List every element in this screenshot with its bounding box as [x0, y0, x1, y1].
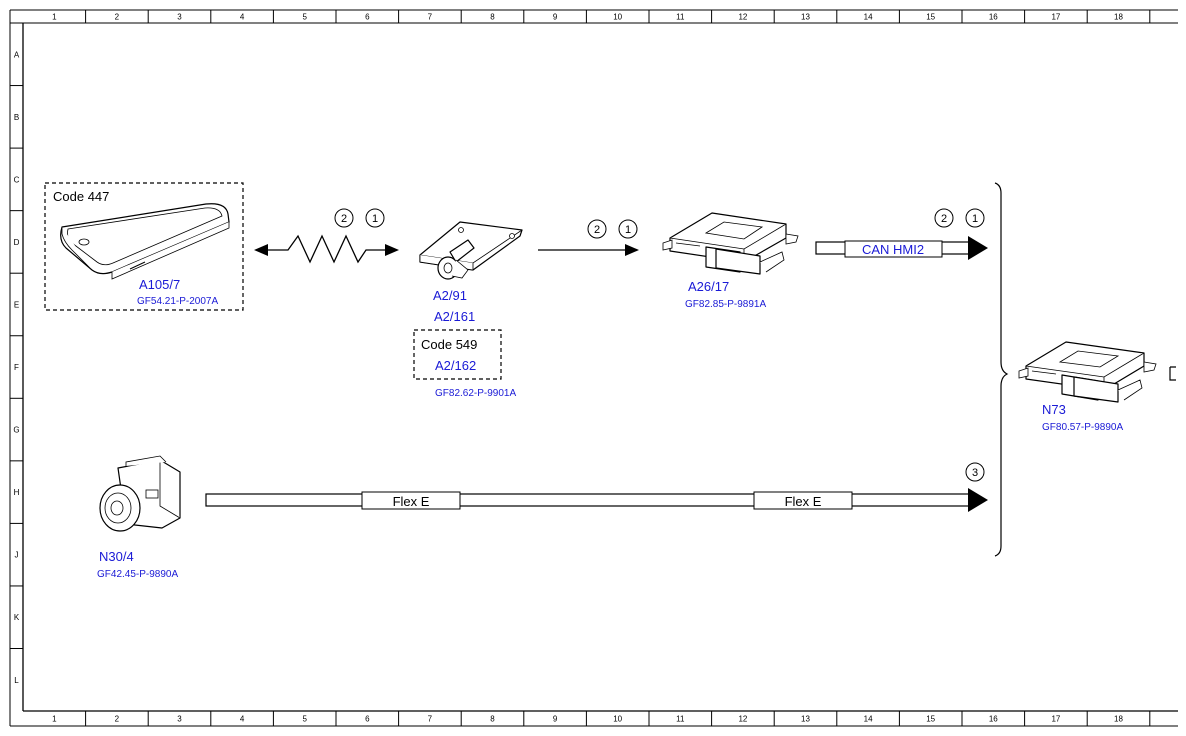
grid-row-F: F: [14, 363, 19, 372]
grid-col-18: 18: [1114, 715, 1123, 724]
marker-can-link-2: 2: [941, 213, 947, 225]
grid-row-J: J: [15, 551, 19, 560]
grid-col-8: 8: [490, 715, 495, 724]
grid-col-5: 5: [302, 715, 307, 724]
grid-row-A: A: [14, 50, 20, 59]
ref-n73: N73: [1042, 402, 1066, 417]
antenna-icon: [419, 221, 523, 280]
control-unit-icon: [1018, 341, 1157, 403]
grid-col-11: 11: [676, 715, 685, 724]
grid-col-5: 5: [302, 13, 307, 22]
camera-component[interactable]: N30/4 GF42.45-P-9890A: [97, 455, 181, 580]
grid-col-12: 12: [738, 715, 747, 724]
grid-row-G: G: [13, 426, 19, 435]
drawing-frame: [9, 9, 1178, 727]
grid-col-11: 11: [676, 13, 685, 22]
grid-col-10: 10: [613, 13, 622, 22]
grid-row-ruler: A B C D E F G H J K L: [10, 50, 23, 685]
grid-col-8: 8: [490, 13, 495, 22]
grid-col-10: 10: [613, 715, 622, 724]
ref-n30-4: N30/4: [99, 549, 134, 564]
marker-wireless-1: 1: [372, 213, 378, 225]
grid-col-13: 13: [801, 715, 810, 724]
antenna-component[interactable]: A2/91 A2/161 Code 549 A2/162 GF82.62-P-9…: [413, 221, 523, 399]
bus-label-can-hmi2: CAN HMI2: [862, 242, 924, 257]
bus-label-flex-e-2: Flex E: [785, 494, 822, 509]
grid-row-E: E: [14, 300, 19, 309]
ref-a2-91: A2/91: [433, 288, 467, 303]
doc-ref-antenna: GF82.62-P-9901A: [435, 388, 516, 399]
wireless-link: 2 1: [254, 208, 399, 264]
option-code-label: Code 447: [53, 189, 109, 204]
grid-col-6: 6: [365, 715, 370, 724]
control-unit-component[interactable]: N73 GF80.57-P-9890A: [1018, 341, 1176, 433]
grid-col-1: 1: [52, 715, 57, 724]
marker-wireless-2: 2: [341, 213, 347, 225]
ref-a2-162: A2/162: [435, 358, 476, 373]
grouping-brace: [994, 182, 1009, 557]
grid-col-3: 3: [177, 13, 182, 22]
grid-col-17: 17: [1051, 715, 1060, 724]
doc-ref-tablet: GF54.21-P-2007A: [137, 296, 218, 307]
grid-col-2: 2: [115, 13, 120, 22]
tablet-icon: [60, 203, 230, 280]
can-hmi2-bus: CAN HMI2 2 1: [815, 208, 988, 260]
grid-col-12: 12: [738, 13, 747, 22]
doc-ref-module: GF82.85-P-9891A: [685, 299, 766, 310]
grid-col-6: 6: [365, 13, 370, 22]
grid-row-K: K: [14, 613, 20, 622]
grid-col-16: 16: [989, 715, 998, 724]
ref-a26-17: A26/17: [688, 279, 729, 294]
grid-col-14: 14: [864, 715, 873, 724]
grid-col-4: 4: [240, 715, 245, 724]
grid-row-L: L: [14, 676, 19, 685]
marker-antenna-link-2: 2: [594, 224, 600, 236]
option-code-549-label: Code 549: [421, 337, 477, 352]
camera-icon: [99, 455, 181, 532]
continuation-mark: [1169, 366, 1176, 381]
grid-col-3: 3: [177, 715, 182, 724]
ref-a105-7: A105/7: [139, 277, 180, 292]
grid-col-15: 15: [926, 715, 935, 724]
doc-ref-control-unit: GF80.57-P-9890A: [1042, 422, 1123, 433]
grid-row-D: D: [14, 238, 20, 247]
bus-label-flex-e-1: Flex E: [393, 494, 430, 509]
grid-col-2: 2: [115, 715, 120, 724]
tablet-component[interactable]: Code 447 A105/7 GF54.21-P-2007A: [44, 182, 244, 311]
antenna-module-link: 2 1: [538, 219, 639, 256]
grid-col-16: 16: [989, 13, 998, 22]
marker-can-link-1: 1: [972, 213, 978, 225]
grid-col-17: 17: [1051, 13, 1060, 22]
grid-col-15: 15: [926, 13, 935, 22]
control-module-icon: [662, 212, 799, 275]
grid-col-1: 1: [52, 13, 57, 22]
grid-col-9: 9: [553, 715, 558, 724]
grid-col-9: 9: [553, 13, 558, 22]
module-component[interactable]: A26/17 GF82.85-P-9891A: [662, 212, 799, 310]
option-frame-code-549: [413, 329, 502, 380]
doc-ref-camera: GF42.45-P-9890A: [97, 569, 178, 580]
grid-row-H: H: [14, 488, 20, 497]
grid-col-7: 7: [428, 715, 433, 724]
grid-row-B: B: [14, 113, 19, 122]
grid-col-18: 18: [1114, 13, 1123, 22]
grid-col-4: 4: [240, 13, 245, 22]
grid-col-7: 7: [428, 13, 433, 22]
grid-col-13: 13: [801, 13, 810, 22]
marker-antenna-link-1: 1: [625, 224, 631, 236]
option-frame-code-447: [44, 182, 244, 311]
grid-col-14: 14: [864, 13, 873, 22]
grid-row-C: C: [14, 175, 20, 184]
flex-e-bus: Flex E Flex E 3: [205, 462, 988, 512]
ref-a2-161: A2/161: [434, 309, 475, 324]
marker-flex-link-3: 3: [972, 467, 978, 479]
